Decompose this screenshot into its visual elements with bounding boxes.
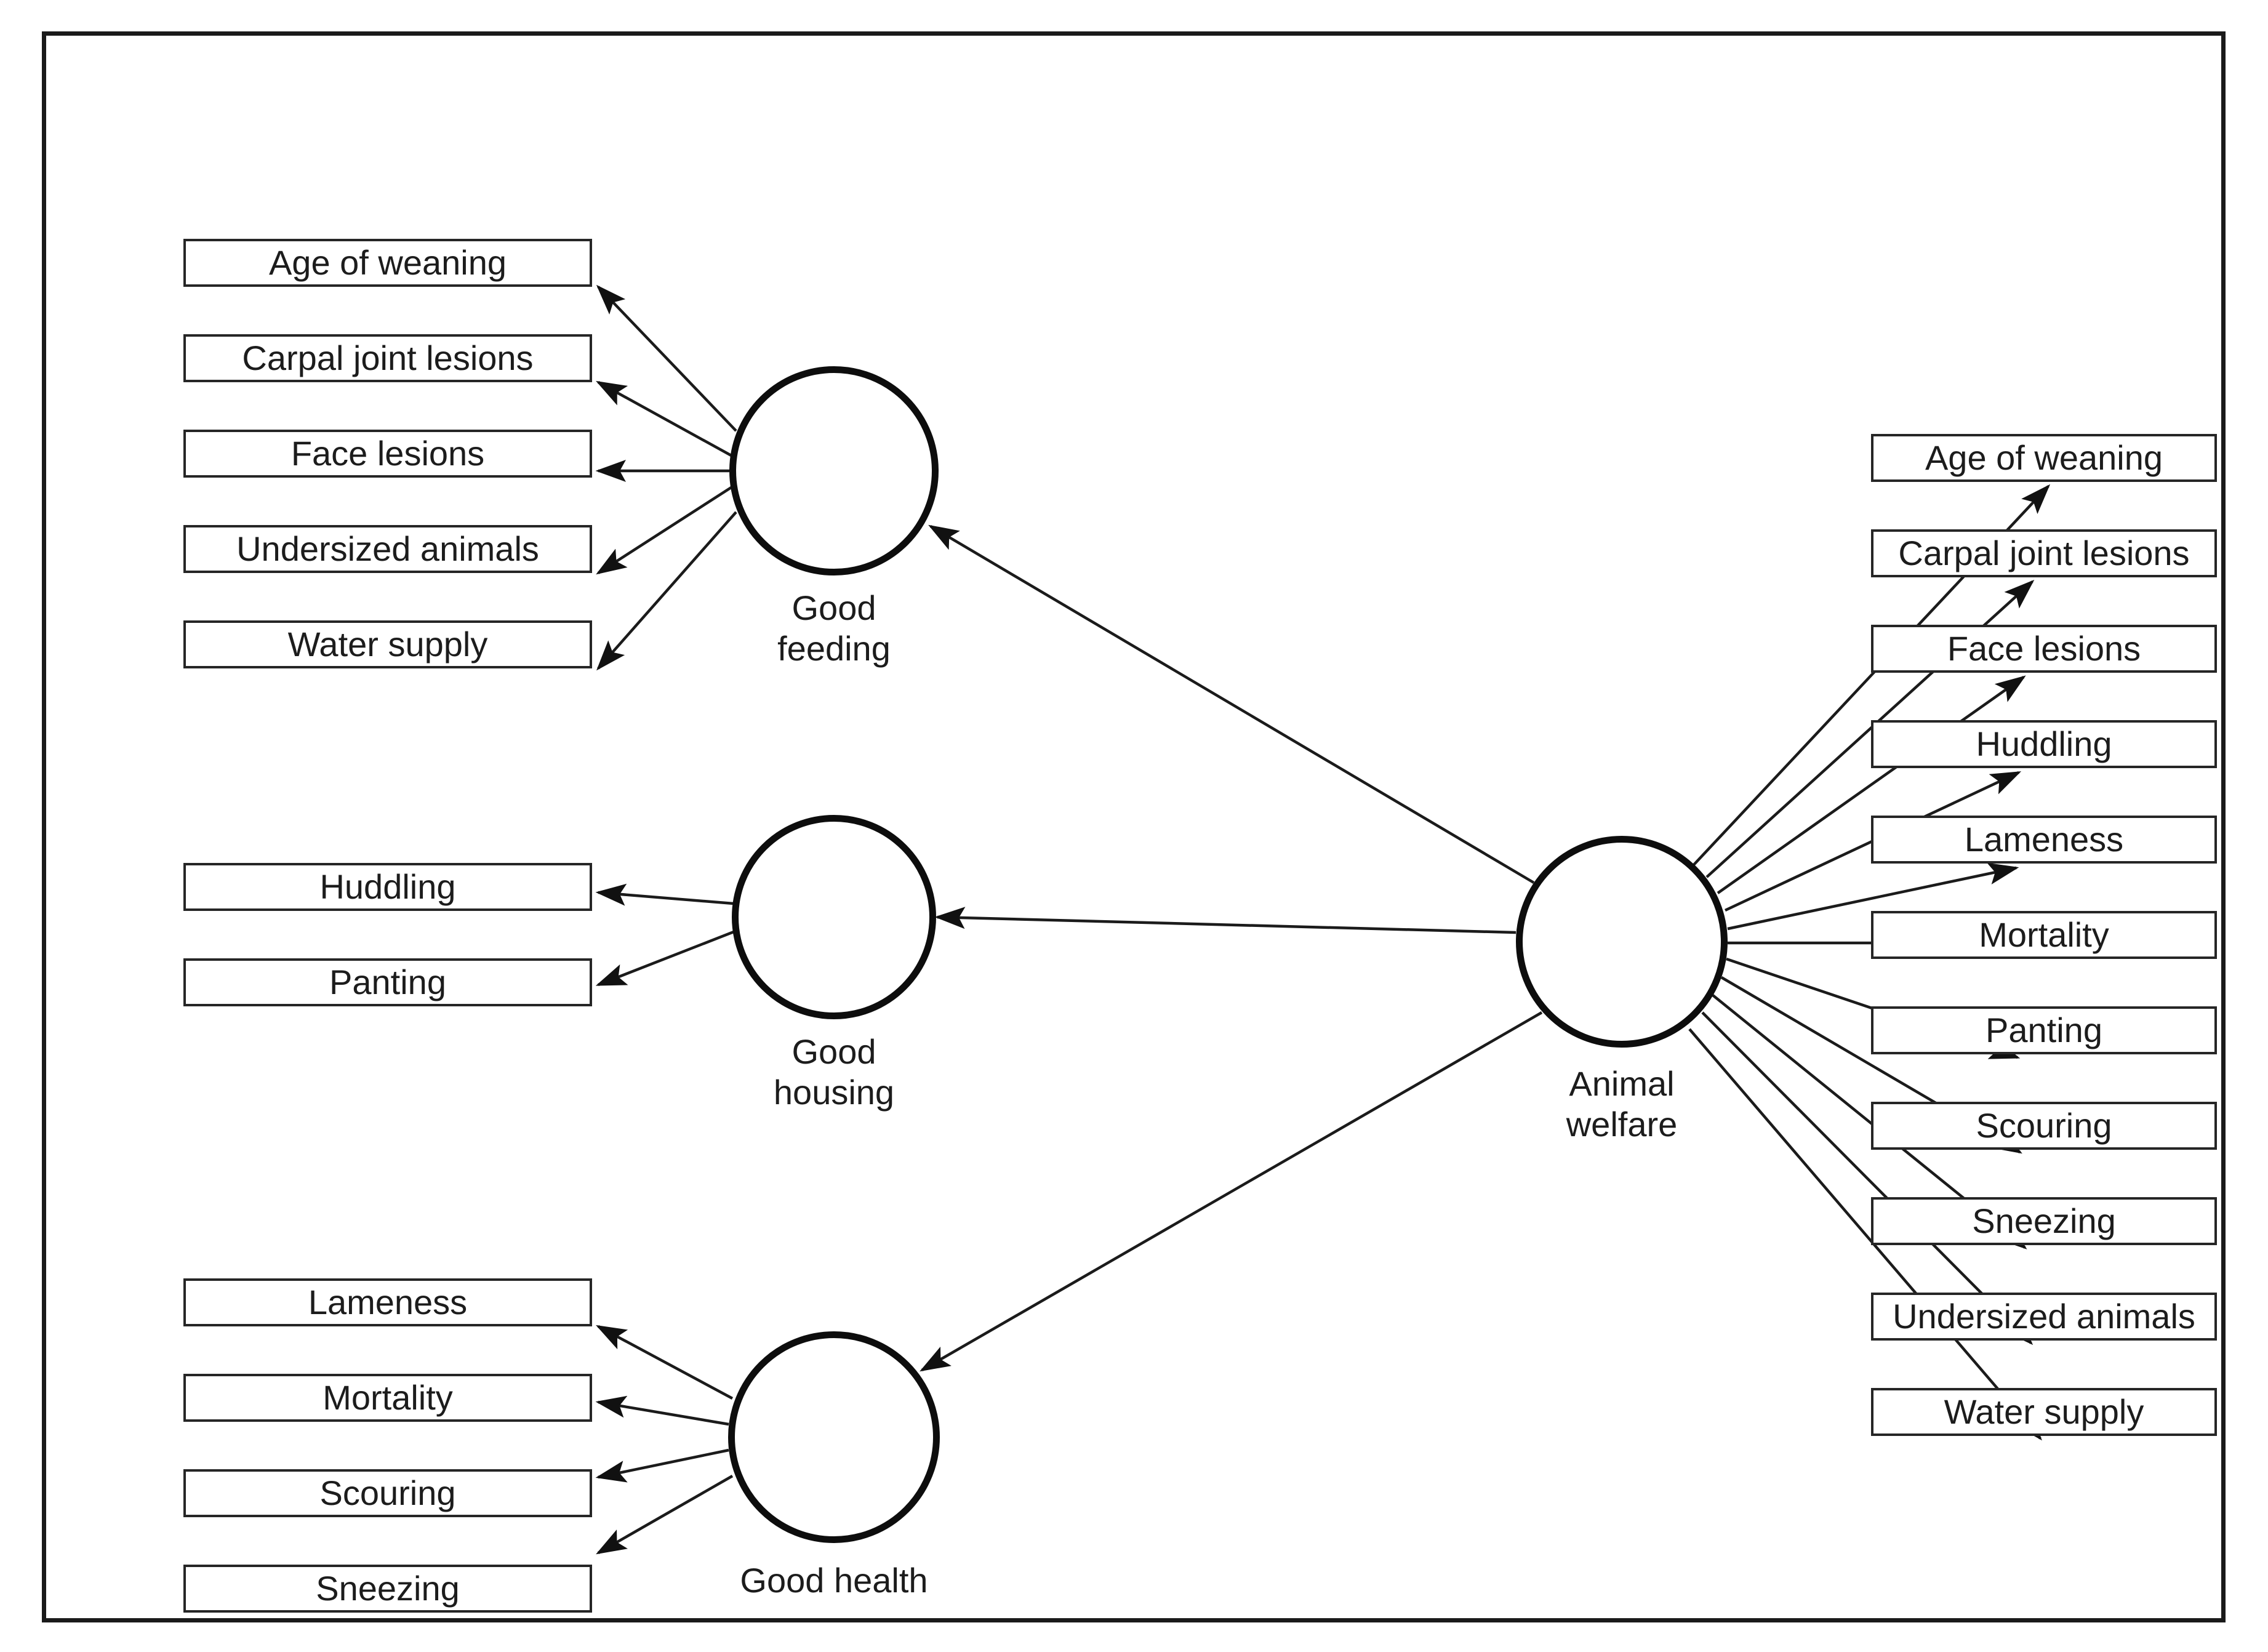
latent-label-good-housing: Good housing (773, 1032, 895, 1112)
obs-box-mortality-left[interactable]: Mortality (183, 1374, 592, 1422)
latent-circle-good-health[interactable] (728, 1331, 940, 1543)
latent-circle-good-housing[interactable] (732, 815, 936, 1019)
obs-box-huddling-left[interactable]: Huddling (183, 863, 592, 911)
latent-circle-animal-welfare[interactable] (1516, 836, 1728, 1048)
obs-box-scouring-right[interactable]: Scouring (1871, 1102, 2217, 1150)
diagram-frame-border (42, 31, 2226, 1622)
latent-label-good-feeding: Good feeding (777, 588, 891, 668)
obs-box-undersized-animals-right[interactable]: Undersized animals (1871, 1293, 2217, 1341)
obs-box-scouring-left[interactable]: Scouring (183, 1469, 592, 1517)
obs-box-lameness-right[interactable]: Lameness (1871, 816, 2217, 864)
obs-box-carpal-joint-lesions-left[interactable]: Carpal joint lesions (183, 334, 592, 382)
obs-box-lameness-left[interactable]: Lameness (183, 1278, 592, 1326)
obs-box-age-of-weaning-left[interactable]: Age of weaning (183, 239, 592, 287)
obs-box-age-of-weaning-right[interactable]: Age of weaning (1871, 434, 2217, 482)
latent-label-good-health: Good health (740, 1561, 928, 1600)
latent-circle-good-feeding[interactable] (729, 366, 939, 575)
obs-box-mortality-right[interactable]: Mortality (1871, 911, 2217, 959)
obs-box-panting-right[interactable]: Panting (1871, 1006, 2217, 1054)
obs-box-panting-left[interactable]: Panting (183, 958, 592, 1006)
obs-box-face-lesions-left[interactable]: Face lesions (183, 430, 592, 478)
obs-box-sneezing-left[interactable]: Sneezing (183, 1565, 592, 1613)
obs-box-sneezing-right[interactable]: Sneezing (1871, 1197, 2217, 1245)
obs-box-huddling-right[interactable]: Huddling (1871, 720, 2217, 768)
obs-box-undersized-animals-left[interactable]: Undersized animals (183, 525, 592, 573)
obs-box-carpal-joint-lesions-right[interactable]: Carpal joint lesions (1871, 529, 2217, 577)
obs-box-water-supply-left[interactable]: Water supply (183, 620, 592, 668)
latent-label-animal-welfare: Animal welfare (1566, 1064, 1678, 1144)
obs-box-water-supply-right[interactable]: Water supply (1871, 1388, 2217, 1436)
obs-box-face-lesions-right[interactable]: Face lesions (1871, 625, 2217, 673)
